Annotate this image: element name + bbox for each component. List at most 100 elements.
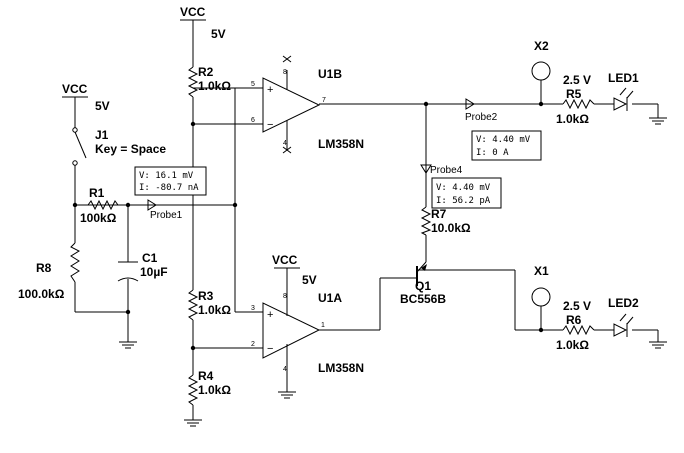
probe2-voltage: V: 4.40 mV xyxy=(476,135,531,145)
ground-symbol xyxy=(184,419,202,427)
u1a-pin3: 3 xyxy=(251,305,255,312)
transistor-q1[interactable]: Q1 BC556B xyxy=(400,261,446,306)
probe4-readout-box xyxy=(431,177,502,209)
ground-symbol xyxy=(119,341,137,349)
u1a-pin2: 2 xyxy=(251,341,255,348)
u1b-minus-sign: − xyxy=(267,119,273,131)
r1-value: 100kΩ xyxy=(80,211,117,225)
x1-label: X1 xyxy=(534,264,549,278)
resistor-r2[interactable]: R2 1.0kΩ xyxy=(187,65,231,98)
u1b-pin8: 8 xyxy=(283,69,287,76)
r8-ref: R8 xyxy=(36,261,52,275)
r4-value: 1.0kΩ xyxy=(198,383,231,397)
vcc-mid-symbol: VCC 5V xyxy=(272,253,317,287)
r4-ref: R4 xyxy=(198,369,214,383)
wires xyxy=(74,20,659,420)
probe1-name: Probe1 xyxy=(150,210,183,221)
junction-dot xyxy=(190,121,196,127)
probe-4[interactable]: Probe4 V: 4.40 mV I: 56.2 pA xyxy=(420,164,502,209)
r2-ref: R2 xyxy=(198,65,214,79)
switch-j1[interactable]: J1 Key = Space xyxy=(72,127,167,166)
r6-ref: R6 xyxy=(566,313,582,327)
opamp-u1b[interactable]: + − 5 6 7 8 4 U1B LM358N xyxy=(251,55,364,154)
resistor-r8[interactable]: R8 100.0kΩ xyxy=(18,242,81,301)
probe2-readout-box xyxy=(471,130,542,161)
u1b-pin6: 6 xyxy=(251,117,255,124)
u1b-part: LM358N xyxy=(318,137,364,151)
probe1-voltage: V: 16.1 mV xyxy=(139,171,194,181)
resistor-r4[interactable]: R4 1.0kΩ xyxy=(187,369,231,406)
junction-dot xyxy=(125,202,131,208)
q1-ref: Q1 xyxy=(415,279,431,293)
probe-2[interactable]: Probe2 V: 4.40 mV I: 0 A xyxy=(465,98,542,161)
probe-1[interactable]: Probe1 V: 16.1 mV I: -80.7 nA xyxy=(134,166,207,221)
junction-dot xyxy=(232,202,238,208)
u1b-pin4: 4 xyxy=(283,140,287,147)
junction-dot xyxy=(423,101,429,107)
probe4-voltage: V: 4.40 mV xyxy=(436,183,491,193)
probe2-current: I: 0 A xyxy=(476,148,509,158)
u1b-plus-sign: + xyxy=(267,84,273,96)
u1a-pin4: 4 xyxy=(283,366,287,373)
u1a-part: LM358N xyxy=(318,361,364,375)
resistor-r6[interactable]: 2.5 V R6 1.0kΩ xyxy=(556,299,595,352)
vcc-top-symbol: VCC 5V xyxy=(180,5,226,41)
r6-voltage: 2.5 V xyxy=(563,299,591,313)
resistor-r7[interactable]: R7 10.0kΩ xyxy=(420,206,471,236)
vcc-top-label: VCC xyxy=(180,5,206,19)
vcc-left-voltage: 5V xyxy=(95,99,110,113)
vcc-mid-voltage: 5V xyxy=(302,273,317,287)
u1b-pin5: 5 xyxy=(251,81,255,88)
c1-value: 10µF xyxy=(140,265,168,279)
led-1[interactable]: LED1 xyxy=(608,71,639,111)
u1a-plus-sign: + xyxy=(267,309,273,321)
u1a-pin8: 8 xyxy=(283,293,287,300)
c1-ref: C1 xyxy=(142,251,158,265)
u1b-ref: U1B xyxy=(318,67,342,81)
r8-value: 100.0kΩ xyxy=(18,287,65,301)
x2-label: X2 xyxy=(534,39,549,53)
r6-value: 1.0kΩ xyxy=(556,338,589,352)
vcc-top-voltage: 5V xyxy=(211,27,226,41)
u1a-minus-sign: − xyxy=(267,343,273,355)
resistor-r3[interactable]: R3 1.0kΩ xyxy=(187,289,231,321)
ground-symbol xyxy=(649,117,667,125)
opamp-u1a[interactable]: + − 3 2 1 8 4 U1A LM358N xyxy=(251,291,364,375)
probe1-readout-box xyxy=(134,166,207,196)
resistor-r5[interactable]: 2.5 V R5 1.0kΩ xyxy=(556,73,595,126)
r2-value: 1.0kΩ xyxy=(198,79,231,93)
r5-ref: R5 xyxy=(566,87,582,101)
r1-ref: R1 xyxy=(89,186,105,200)
r7-value: 10.0kΩ xyxy=(431,221,471,235)
u1a-pin1: 1 xyxy=(321,322,325,329)
r5-value: 1.0kΩ xyxy=(556,112,589,126)
led-2[interactable]: LED2 xyxy=(608,296,639,337)
j1-key: Key = Space xyxy=(95,142,166,156)
test-point-x2[interactable]: X2 xyxy=(531,39,551,81)
j1-ref: J1 xyxy=(95,128,109,142)
ground-symbol xyxy=(278,391,296,399)
probe4-current: I: 56.2 pA xyxy=(436,196,491,206)
probe4-name: Probe4 xyxy=(430,165,463,176)
q1-part: BC556B xyxy=(400,292,446,306)
capacitor-c1[interactable]: C1 10µF xyxy=(117,251,168,282)
vcc-mid-label: VCC xyxy=(272,253,298,267)
r7-ref: R7 xyxy=(431,207,447,221)
vcc-left-symbol: VCC 5V xyxy=(62,82,110,113)
ground-symbol xyxy=(649,341,667,349)
led2-label: LED2 xyxy=(608,296,639,310)
junction-dot xyxy=(125,309,131,315)
junction-dot xyxy=(190,345,196,351)
u1b-pin7: 7 xyxy=(322,97,326,104)
resistor-r1[interactable]: R1 100kΩ xyxy=(75,186,119,225)
r3-value: 1.0kΩ xyxy=(198,303,231,317)
junction-dot xyxy=(538,327,544,333)
r3-ref: R3 xyxy=(198,289,214,303)
probe2-name: Probe2 xyxy=(465,112,498,123)
u1a-ref: U1A xyxy=(318,291,342,305)
vcc-left-label: VCC xyxy=(62,82,88,96)
led1-label: LED1 xyxy=(608,71,639,85)
probe1-current: I: -80.7 nA xyxy=(139,183,199,193)
test-point-x1[interactable]: X1 xyxy=(531,264,551,307)
